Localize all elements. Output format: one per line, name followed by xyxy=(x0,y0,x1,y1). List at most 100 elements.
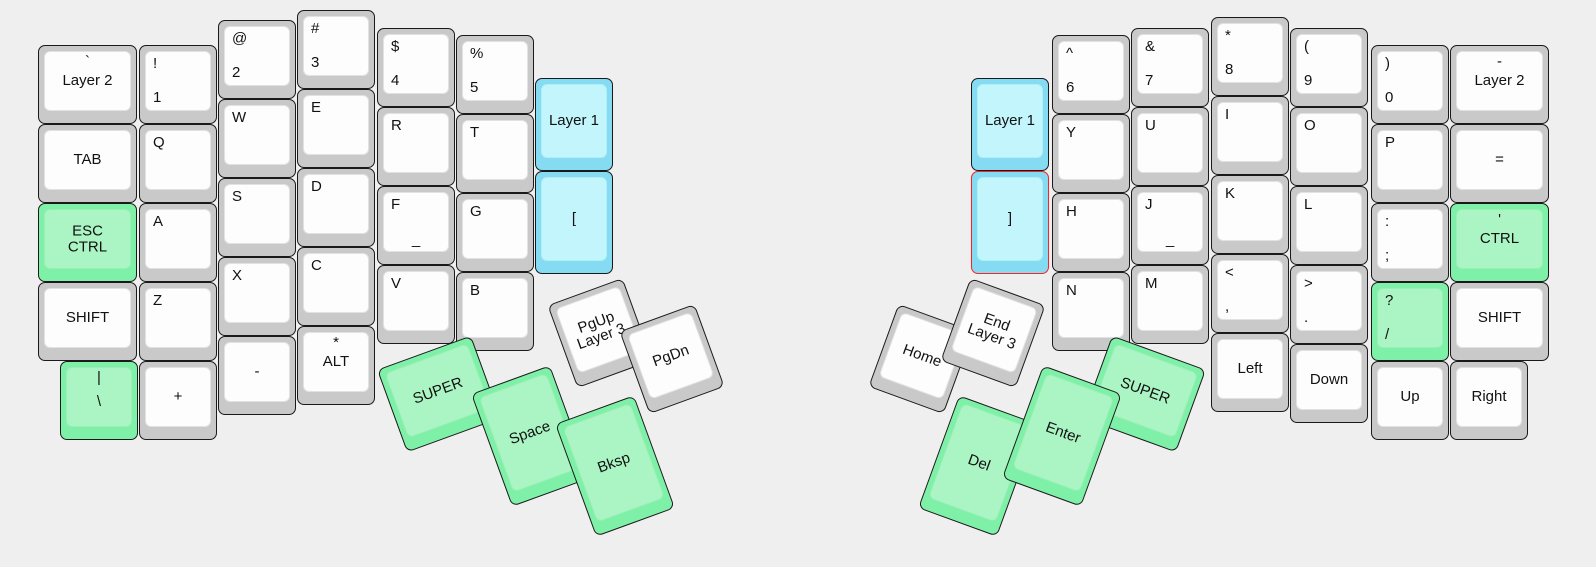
key-l-r3-c2[interactable]: A xyxy=(139,203,217,282)
key-r-r2-c5[interactable]: P xyxy=(1371,124,1449,203)
legend-center-lower: \ xyxy=(96,393,102,410)
key-l-r4-c1[interactable]: SHIFT xyxy=(38,282,137,361)
key-r-r2-c0[interactable]: Layer 1 xyxy=(971,78,1049,171)
key-r-r1-c3[interactable]: *8 xyxy=(1211,17,1289,96)
legend-top-left: Y xyxy=(1066,124,1077,141)
keycap-surface: [ xyxy=(541,177,607,261)
key-l-r5-c1[interactable]: |\ xyxy=(60,361,138,440)
key-l-r3-c3[interactable]: S xyxy=(218,178,296,257)
key-r-r3-c0[interactable]: ] xyxy=(971,171,1049,274)
legend-center: ALT xyxy=(322,353,350,371)
key-r-r3-c3[interactable]: K xyxy=(1211,175,1289,254)
legend-top-left: N xyxy=(1066,282,1077,299)
key-r-r4-c3[interactable]: <, xyxy=(1211,254,1289,333)
key-l-r3-c1[interactable]: ESC CTRL xyxy=(38,203,137,282)
keycap-surface: M xyxy=(1137,271,1203,331)
legend-top-left: P xyxy=(1385,134,1396,151)
key-l-r4-c6[interactable]: B xyxy=(456,272,534,351)
legend-bottom-left: 8 xyxy=(1225,61,1234,79)
key-r-r3-c6[interactable]: 'CTRL xyxy=(1450,203,1549,282)
key-r-r2-c4[interactable]: O xyxy=(1290,107,1368,186)
key-l-r2-c5[interactable]: R xyxy=(377,107,455,186)
legend-center: = xyxy=(1495,151,1504,169)
key-r-r4-c4[interactable]: >. xyxy=(1290,265,1368,344)
key-l-r5-c3[interactable]: - xyxy=(218,336,296,415)
key-r-r3-c1[interactable]: H xyxy=(1052,193,1130,272)
key-l-r5-c4[interactable]: *ALT xyxy=(297,326,375,405)
key-l-r1-c5[interactable]: $4 xyxy=(377,28,455,107)
key-l-r4-c2[interactable]: Z xyxy=(139,282,217,361)
legend-bottom-left: 0 xyxy=(1385,89,1394,107)
legend-bottom-left: 4 xyxy=(391,72,400,90)
key-r-r4-c2[interactable]: M xyxy=(1131,265,1209,344)
keycap-surface: S xyxy=(224,184,290,244)
key-l-r1-c4[interactable]: #3 xyxy=(297,10,375,89)
key-r-r1-c6[interactable]: -Layer 2 xyxy=(1450,45,1549,124)
key-r-r5-c6[interactable]: Right xyxy=(1450,361,1528,440)
key-r-r3-c2[interactable]: J_ xyxy=(1131,186,1209,265)
key-r-r4-c6[interactable]: SHIFT xyxy=(1450,282,1549,361)
legend-center: [ xyxy=(571,210,577,228)
legend-bottom-left: 2 xyxy=(232,64,241,82)
key-r-r3-c5[interactable]: :; xyxy=(1371,203,1449,282)
legend-top-left: R xyxy=(391,117,402,134)
key-l-r2-c6[interactable]: T xyxy=(456,114,534,193)
key-l-r2-c7[interactable]: Layer 1 xyxy=(535,78,613,171)
keycap-surface: U xyxy=(1137,113,1203,173)
key-r-r2-c2[interactable]: U xyxy=(1131,107,1209,186)
keycap-surface: P xyxy=(1377,130,1443,190)
key-l-r1-c3[interactable]: @2 xyxy=(218,20,296,99)
keycap-surface: <, xyxy=(1217,260,1283,320)
keycap-surface: Y xyxy=(1058,120,1124,180)
legend-bottom-left: 7 xyxy=(1145,72,1154,90)
legend-top-left: C xyxy=(311,257,322,274)
legend-bottom-left: 1 xyxy=(153,89,162,107)
key-l-r3-c6[interactable]: G xyxy=(456,193,534,272)
key-r-r2-c6[interactable]: = xyxy=(1450,124,1549,203)
legend-center: ESC CTRL xyxy=(67,222,108,255)
key-r-r5-c5[interactable]: Up xyxy=(1371,361,1449,440)
key-l-r1-c6[interactable]: %5 xyxy=(456,35,534,114)
key-l-r4-c5[interactable]: V xyxy=(377,265,455,344)
key-l-r1-c1[interactable]: `Layer 2 xyxy=(38,45,137,124)
key-l-r2-c2[interactable]: Q xyxy=(139,124,217,203)
key-r-r4-c5[interactable]: ?/ xyxy=(1371,282,1449,361)
key-l-r2-c3[interactable]: W xyxy=(218,99,296,178)
key-l-r3-c5[interactable]: F_ xyxy=(377,186,455,265)
key-l-r2-c1[interactable]: TAB xyxy=(38,124,137,203)
keycap-surface: Layer 1 xyxy=(977,84,1043,158)
key-r-t-enter[interactable]: Enter xyxy=(1002,365,1122,507)
legend-top-left: < xyxy=(1225,264,1234,281)
key-r-r1-c5[interactable]: )0 xyxy=(1371,45,1449,124)
key-l-r3-c4[interactable]: D xyxy=(297,168,375,247)
keycap-surface: N xyxy=(1058,278,1124,338)
key-r-r2-c1[interactable]: Y xyxy=(1052,114,1130,193)
legend-center: Layer 2 xyxy=(1474,72,1525,90)
keycap-surface: End Layer 3 xyxy=(950,285,1038,374)
legend-bottom-left: . xyxy=(1304,309,1309,327)
keycap-surface: -Layer 2 xyxy=(1456,51,1543,111)
key-r-r1-c1[interactable]: ^6 xyxy=(1052,35,1130,114)
key-r-r5-c3[interactable]: Left xyxy=(1211,333,1289,412)
legend-top-left: Z xyxy=(153,292,163,309)
key-l-r3-c7[interactable]: [ xyxy=(535,171,613,274)
key-r-r1-c2[interactable]: &7 xyxy=(1131,28,1209,107)
legend-top-left: % xyxy=(470,45,484,62)
legend-top-left: S xyxy=(232,188,243,205)
key-r-r2-c3[interactable]: I xyxy=(1211,96,1289,175)
key-r-r5-c4[interactable]: Down xyxy=(1290,344,1368,423)
key-l-r5-c2[interactable]: + xyxy=(139,361,217,440)
key-l-r1-c2[interactable]: !1 xyxy=(139,45,217,124)
keycap-surface: + xyxy=(145,367,211,427)
key-l-r4-c4[interactable]: C xyxy=(297,247,375,326)
legend-center: ] xyxy=(1007,210,1013,228)
legend-top-left: W xyxy=(232,109,247,126)
key-r-r1-c4[interactable]: (9 xyxy=(1290,28,1368,107)
key-l-r2-c4[interactable]: E xyxy=(297,89,375,168)
keycap-surface: %5 xyxy=(462,41,528,101)
key-r-r3-c4[interactable]: L xyxy=(1290,186,1368,265)
key-l-r4-c3[interactable]: X xyxy=(218,257,296,336)
